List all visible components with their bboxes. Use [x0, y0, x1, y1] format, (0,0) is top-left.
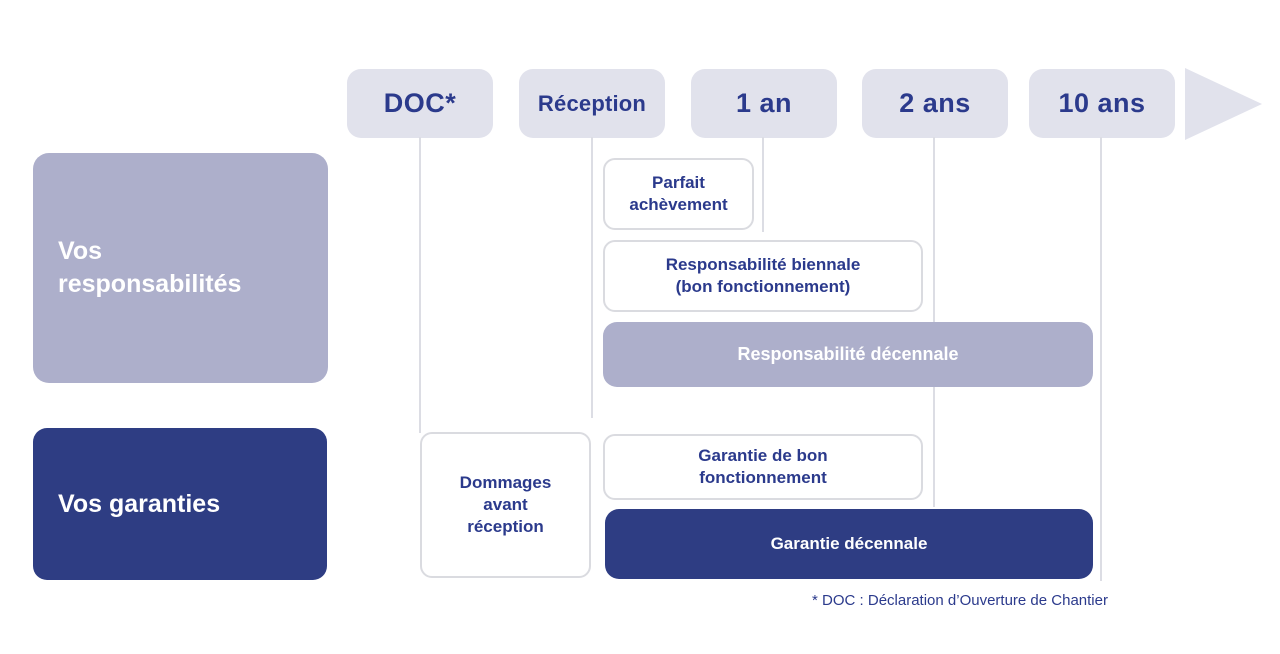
- row-label-responsibilities: Vos responsabilités: [33, 153, 328, 383]
- milestone-2ans: 2 ans: [862, 69, 1008, 138]
- guide-line-reception: [591, 137, 593, 418]
- bar-parfait-achevement: Parfait achèvement: [603, 158, 754, 230]
- row-label-responsibilities-text: Vos responsabilités: [58, 237, 242, 298]
- bar-responsabilite-decennale: Responsabilité décennale: [603, 322, 1093, 387]
- guide-line-1an: [762, 137, 764, 232]
- milestone-reception: Réception: [519, 69, 665, 138]
- milestone-1an: 1 an: [691, 69, 837, 138]
- timeline-arrow-icon: [1185, 68, 1262, 140]
- milestone-1an-label: 1 an: [735, 88, 793, 118]
- doc-footnote: * DOC : Déclaration d’Ouverture de Chant…: [812, 592, 1108, 609]
- bar-garantie-decennale: Garantie décennale: [605, 509, 1093, 579]
- milestone-10ans-label: 10 ans: [1058, 88, 1146, 118]
- milestone-doc: DOC*: [347, 69, 493, 138]
- milestone-10ans: 10 ans: [1029, 69, 1175, 138]
- bar-garantie-bon-fonctionnement: Garantie de bon fonctionnement: [603, 434, 923, 500]
- milestone-reception-label: Réception: [537, 90, 647, 116]
- milestone-2ans-label: 2 ans: [899, 88, 971, 118]
- milestone-doc-label: DOC*: [383, 88, 457, 118]
- bar-responsabilite-biennale: Responsabilité biennale (bon fonctionnem…: [603, 240, 923, 312]
- guide-line-doc: [419, 137, 421, 433]
- row-label-warranties-text: Vos garanties: [58, 489, 221, 518]
- row-label-warranties: Vos garanties: [33, 428, 327, 580]
- bar-dommages-avant-reception: Dommages avant réception: [420, 432, 591, 578]
- guide-line-10ans: [1100, 137, 1102, 581]
